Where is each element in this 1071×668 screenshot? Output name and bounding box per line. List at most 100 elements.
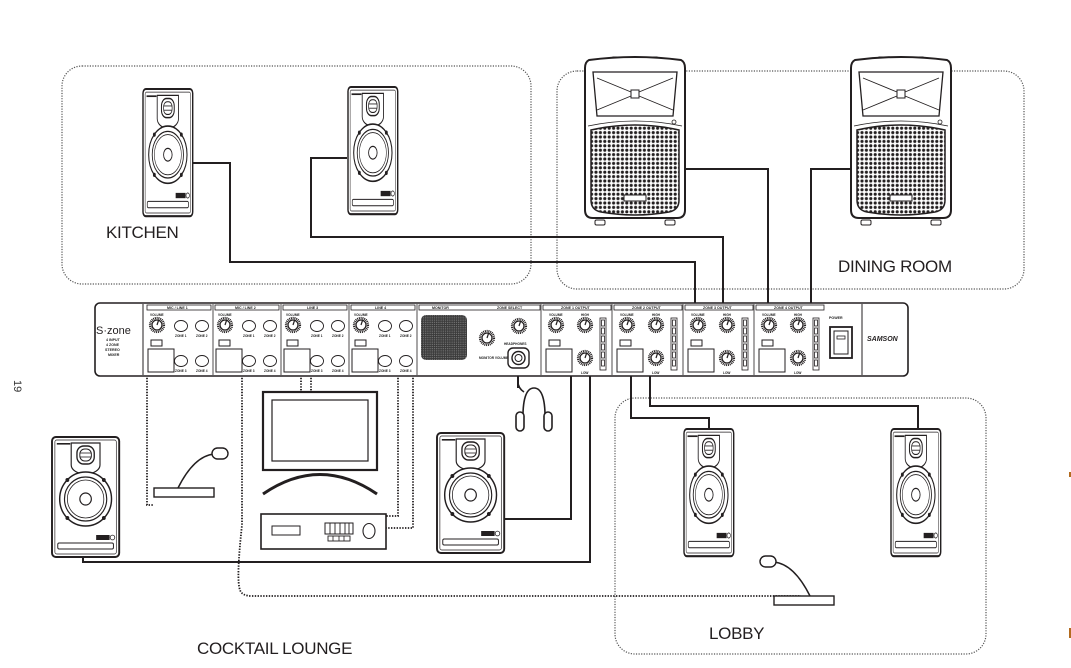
zone-select-title: ZONE SELECT [497,306,523,310]
channel-4-zone-3-button[interactable] [378,355,392,367]
zone-3-low-knob[interactable] [718,349,736,367]
channel-3-title: LINE 3 [307,306,318,310]
channel-3-zone-2-button[interactable] [331,320,345,332]
zone-2-level-meter [670,317,678,371]
zone-1-level-meter [599,317,607,371]
zone-2-low-label: LOW [652,371,659,375]
headphones-label: HEADPHONES [504,342,527,346]
monitor-section: MONITOR ZONE SELECT MONITOR VOLUME HEADP… [418,304,542,375]
mixer-desc-line-2: 4 ZONE [106,343,120,347]
channel-1-zone-3-button[interactable] [174,355,188,367]
cable-kitchen-right [310,157,724,305]
zone-1-low-knob[interactable] [576,349,594,367]
monitor-title: MONITOR [432,306,449,310]
channel-3-zone-4-button[interactable] [331,355,345,367]
zone-1-pad[interactable] [545,348,573,373]
channel-4-volume-label: VOLUME [354,313,368,317]
channel-4-zone-2-button[interactable] [399,320,413,332]
zone-4-switch[interactable] [761,339,774,347]
cable-lobby-left [630,375,710,432]
channel-2-fader-pad[interactable] [215,348,243,373]
zone-4-volume-knob[interactable] [760,316,778,334]
page-edge-mark [1069,472,1071,477]
channel-3-volume-knob[interactable] [284,316,302,334]
zone-3-pad[interactable] [687,348,715,373]
zone-3-switch[interactable] [690,339,703,347]
headphones-jack[interactable] [507,347,530,369]
zone-1-switch[interactable] [548,339,561,347]
channel-2-zone-4-button[interactable] [263,355,277,367]
channel-3-zone-2-label: ZONE 2 [332,334,344,338]
channel-3-switch[interactable] [286,339,299,347]
zone-2-volume-knob[interactable] [618,316,636,334]
channel-3-zone-4-label: ZONE 4 [332,369,344,373]
channel-3-zone-3-label: ZONE 3 [311,369,323,373]
channel-2-volume-knob[interactable] [216,316,234,334]
zone-1-high-label: HIGH [581,313,590,317]
channel-4-title: LINE 4 [375,306,386,310]
zone-3-output-title: ZONE 3 OUTPUT [703,306,733,310]
television [261,390,379,496]
monitor-volume-label: MONITOR VOLUME [479,356,509,360]
zone-3-output: ZONE 3 OUTPUT VOLUME HIGH LOW [684,304,755,375]
lobby-speaker-right [889,427,942,558]
zone-select-knob[interactable] [510,317,528,335]
channel-4-volume-knob[interactable] [352,316,370,334]
monitor-volume-knob[interactable] [478,329,496,347]
channel-4-zone-4-label: ZONE 4 [400,369,412,373]
power-switch[interactable] [829,326,853,359]
channel-1-zone-1-label: ZONE 1 [175,334,187,338]
channel-3-zone-1-button[interactable] [310,320,324,332]
zone-4-volume-label: VOLUME [762,313,776,317]
zone-2-low-knob[interactable] [647,349,665,367]
zone-1-output: ZONE 1 OUTPUT VOLUME HIGH LOW [542,304,613,375]
channel-1-zone-1-button[interactable] [174,320,188,332]
channel-3-zone-1-label: ZONE 1 [311,334,323,338]
channel-3-zone-3-button[interactable] [310,355,324,367]
channel-4-zone-1-button[interactable] [378,320,392,332]
zone-label-cocktail-lounge: COCKTAIL LOUNGE [197,639,352,658]
channel-1-title: MIC / LINE 1 [167,306,188,310]
lobby-speaker-left [682,427,735,558]
av-receiver [260,513,387,550]
zone-4-high-knob[interactable] [789,316,807,334]
zone-4-pad[interactable] [758,348,786,373]
channel-2-title: MIC / LINE 2 [235,306,256,310]
channel-1-switch[interactable] [150,339,163,347]
channel-2-zone-3-button[interactable] [242,355,256,367]
zone-3-high-knob[interactable] [718,316,736,334]
channel-1-volume-knob[interactable] [148,316,166,334]
channel-4-zone-1-label: ZONE 1 [379,334,391,338]
channel-2-volume-label: VOLUME [218,313,232,317]
zone-kitchen-boundary [61,65,532,285]
channel-2-switch[interactable] [218,339,231,347]
channel-1-zone-4-button[interactable] [195,355,209,367]
channel-4-fader-pad[interactable] [351,348,379,373]
input-cables [146,375,801,597]
zone-2-volume-label: VOLUME [620,313,634,317]
channel-1-zone-2-button[interactable] [195,320,209,332]
zone-4-level-meter [812,317,820,371]
zone-2-high-knob[interactable] [647,316,665,334]
zone-1-volume-knob[interactable] [547,316,565,334]
zone-3-low-label: LOW [723,371,730,375]
channel-1-fader-pad[interactable] [147,348,175,373]
samson-logo: SAMSON [867,336,899,343]
zone-2-pad[interactable] [616,348,644,373]
cable-receiver-2 [386,375,414,529]
power-label: POWER [829,316,843,320]
channel-4-zone-4-button[interactable] [399,355,413,367]
cable-mic-lounge [146,375,154,506]
monitor-speaker-grille [421,315,467,360]
channel-4-switch[interactable] [354,339,367,347]
channel-2-zone-1-button[interactable] [242,320,256,332]
input-channel-3: LINE 3 VOLUME ZONE 1 ZONE 2 ZONE 3 ZONE … [282,304,350,375]
channel-3-fader-pad[interactable] [283,348,311,373]
zone-2-switch[interactable] [619,339,632,347]
channel-2-zone-2-button[interactable] [263,320,277,332]
zone-1-high-knob[interactable] [576,316,594,334]
zone-1-output-title: ZONE 1 OUTPUT [561,306,591,310]
zone-4-low-knob[interactable] [789,349,807,367]
channel-3-volume-label: VOLUME [286,313,300,317]
zone-3-volume-knob[interactable] [689,316,707,334]
